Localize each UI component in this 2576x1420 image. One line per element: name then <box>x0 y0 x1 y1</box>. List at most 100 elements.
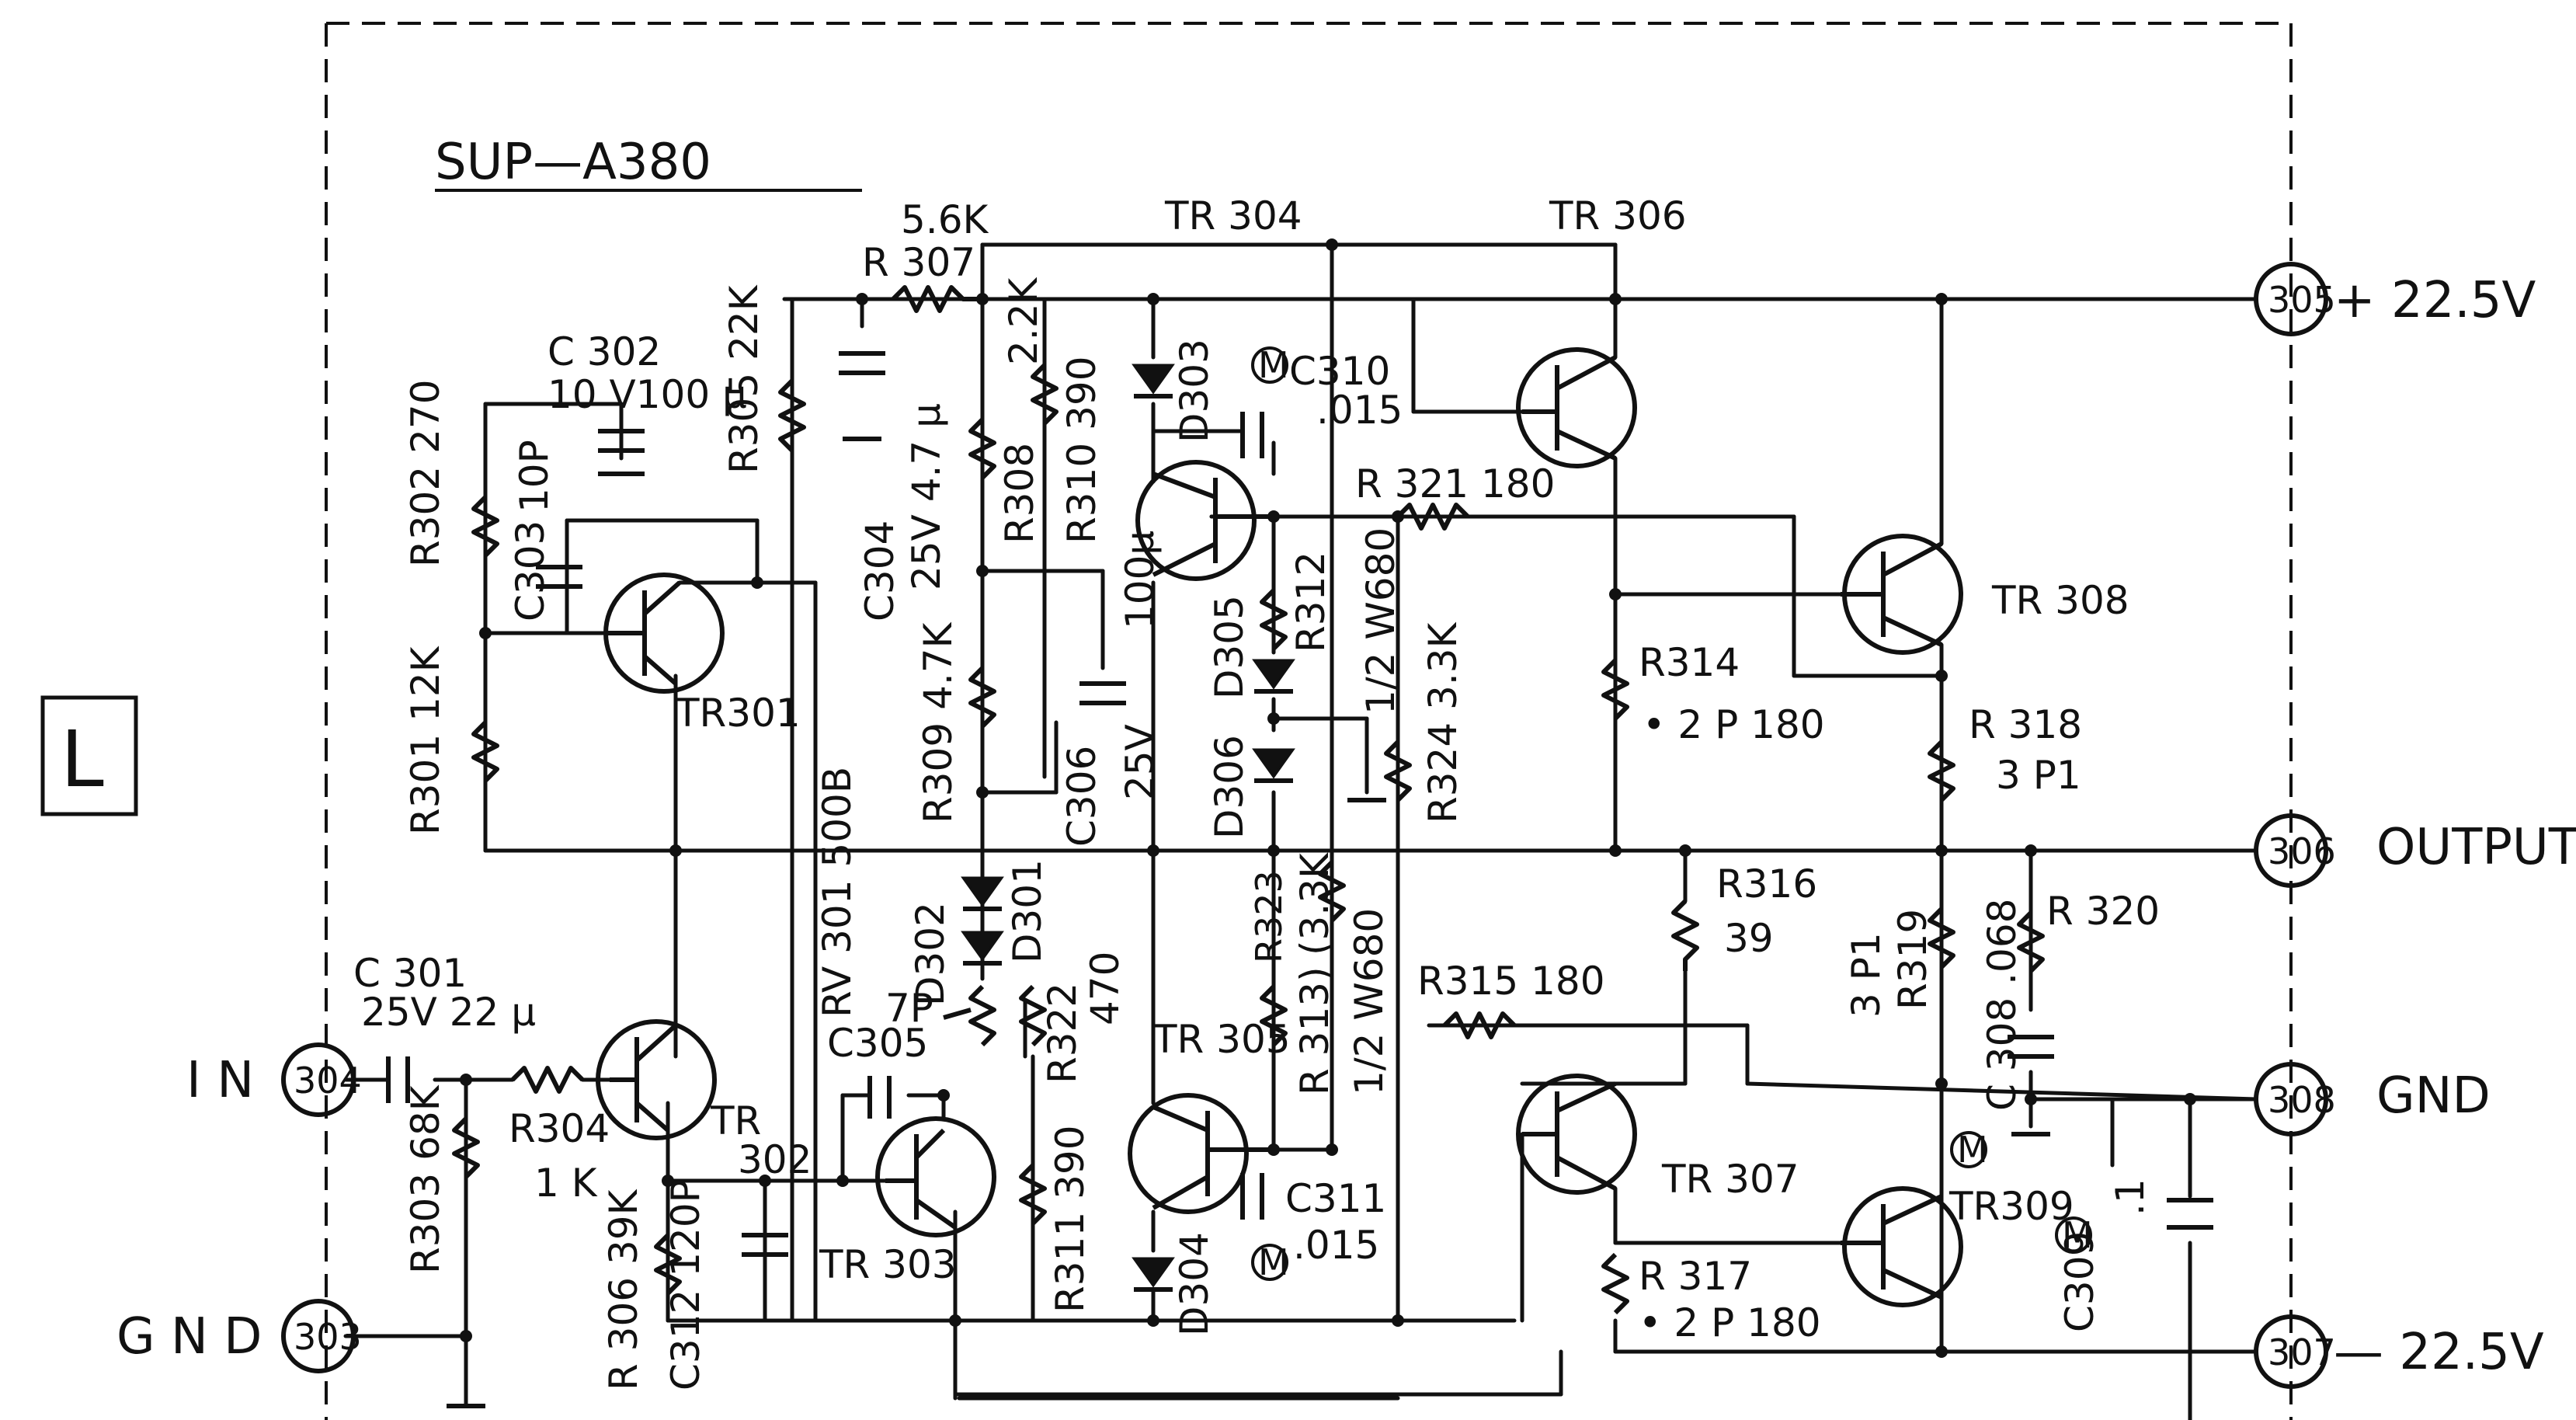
svg-text:RV 301 500B: RV 301 500B <box>815 767 860 1018</box>
svg-text:D304: D304 <box>1172 1232 1217 1336</box>
diodes <box>961 364 1295 1292</box>
svg-text:25V 4.7 μ: 25V 4.7 μ <box>904 403 949 590</box>
resistor-r323 <box>1260 984 1288 1047</box>
resistor-r303 <box>452 1116 480 1179</box>
svg-text:R304: R304 <box>509 1106 610 1151</box>
svg-text:R312: R312 <box>1288 552 1333 653</box>
svg-text:1/2 W680: 1/2 W680 <box>1358 527 1403 715</box>
svg-text:• 2 P 180: • 2 P 180 <box>1643 702 1825 747</box>
svg-text:10 V100 μ: 10 V100 μ <box>548 372 747 417</box>
resistor-r320 <box>2017 910 2045 973</box>
svg-text:308: 308 <box>2268 1079 2336 1121</box>
svg-text:+ 22.5V: + 22.5V <box>2334 272 2536 329</box>
resistor-r311 <box>1019 1163 1047 1226</box>
svg-text:TR 305: TR 305 <box>1152 1017 1291 1062</box>
terminal-308: 308 GND <box>2254 1062 2491 1136</box>
channel-box <box>40 695 138 816</box>
diode-d302 <box>961 876 1004 907</box>
svg-text:.015: .015 <box>1316 388 1403 433</box>
svg-text:R324 3.3K: R324 3.3K <box>1420 621 1465 823</box>
svg-text:100μ: 100μ <box>1118 531 1163 629</box>
svg-text:R305 22K: R305 22K <box>721 284 767 474</box>
transistor-tr304 <box>1135 460 1274 581</box>
diode-d305 <box>1252 659 1295 690</box>
svg-text:C 308 .068: C 308 .068 <box>1980 899 2025 1111</box>
svg-text:R301 12K: R301 12K <box>403 646 448 835</box>
junctions <box>460 238 2196 1358</box>
trimmer-rv301 <box>968 984 996 1047</box>
svg-text:R319: R319 <box>1890 909 1935 1010</box>
transistor-tr301 <box>603 573 725 694</box>
svg-text:R323: R323 <box>1248 870 1290 963</box>
resistor-r314 <box>1601 658 1629 721</box>
channel-label: L <box>61 714 104 805</box>
svg-text:R309 4.7K: R309 4.7K <box>916 621 961 823</box>
svg-text:C 302: C 302 <box>548 329 661 374</box>
svg-text:D306: D306 <box>1207 735 1252 839</box>
m-marker-c311: M <box>1251 1241 1289 1283</box>
terminals: 305 + 22.5V 306 OUTPUT 308 GND 307 — 22.… <box>116 262 2576 1389</box>
resistor-r304 <box>510 1066 585 1094</box>
svg-text:• 2 P 180: • 2 P 180 <box>1639 1300 1821 1345</box>
svg-text:305: 305 <box>2268 279 2336 321</box>
svg-text:R315 180: R315 180 <box>1417 959 1605 1004</box>
svg-text:D302: D302 <box>908 902 953 1006</box>
svg-text:3 P1: 3 P1 <box>1844 932 1889 1018</box>
resistor-r313 <box>1318 860 1346 923</box>
svg-text:C306: C306 <box>1059 746 1104 847</box>
resistor-r310 <box>1031 363 1059 426</box>
svg-text:2.2K: 2.2K <box>1001 277 1046 365</box>
diode-d301 <box>961 931 1004 962</box>
svg-text:D305: D305 <box>1207 595 1252 699</box>
diode-d306 <box>1252 748 1295 779</box>
svg-text:TR309: TR309 <box>1949 1184 2074 1229</box>
resistor-r312 <box>1260 588 1288 651</box>
terminal-303: 303 G N D <box>116 1299 362 1373</box>
transistor-tr302 <box>596 1019 717 1140</box>
terminal-307: 307 — 22.5V <box>2254 1314 2544 1389</box>
svg-text:R314: R314 <box>1639 640 1740 685</box>
svg-text:1 K: 1 K <box>534 1161 598 1206</box>
m-marker-c310: M <box>1251 344 1289 386</box>
svg-text:TR 306: TR 306 <box>1549 193 1687 238</box>
svg-text:.015: .015 <box>1293 1223 1379 1268</box>
svg-text:306: 306 <box>2268 830 2336 872</box>
resistor-r317 <box>1601 1252 1629 1315</box>
svg-text:7P: 7P <box>885 986 933 1031</box>
svg-text:R 320: R 320 <box>2046 889 2160 934</box>
svg-text:M: M <box>2062 1214 2093 1256</box>
resistor-r301 <box>471 720 499 783</box>
transistor-tr309 <box>1841 1186 1963 1307</box>
resistor-r308 <box>968 417 996 480</box>
resistor-r321 <box>1396 503 1470 531</box>
svg-text:R311 390: R311 390 <box>1048 1125 1093 1313</box>
resistor-r309 <box>968 666 996 729</box>
svg-text:5.6K: 5.6K <box>901 197 989 242</box>
svg-text:R 313): R 313) <box>1292 966 1337 1095</box>
resistor-r324 <box>1384 740 1412 802</box>
svg-text:R 307: R 307 <box>862 240 975 285</box>
svg-text:R303 68K: R303 68K <box>403 1084 448 1274</box>
diode-d303 <box>1132 364 1175 395</box>
svg-text:.1: .1 <box>2108 1178 2153 1216</box>
svg-text:307: 307 <box>2268 1331 2336 1373</box>
svg-text:R 317: R 317 <box>1639 1254 1752 1299</box>
svg-text:1/2 W680: 1/2 W680 <box>1347 908 1392 1095</box>
diode-d304 <box>1132 1257 1175 1288</box>
transistors <box>596 347 1963 1307</box>
svg-text:10P: 10P <box>512 440 557 513</box>
svg-text:I N: I N <box>186 1052 254 1109</box>
svg-text:G N D: G N D <box>116 1308 262 1366</box>
svg-text:470: 470 <box>1083 952 1128 1025</box>
board-outline <box>325 22 2293 1420</box>
svg-text:C309: C309 <box>2057 1231 2102 1332</box>
svg-text:C304: C304 <box>857 520 902 621</box>
svg-text:39: 39 <box>1724 916 1774 961</box>
svg-text:25V 22 μ: 25V 22 μ <box>361 990 536 1035</box>
svg-text:C310: C310 <box>1289 349 1390 394</box>
m-marker-c308: M <box>1950 1129 1988 1171</box>
transistor-tr305 <box>1128 1093 1274 1214</box>
svg-text:TR 307: TR 307 <box>1661 1157 1799 1202</box>
resistor-r316 <box>1671 899 1699 971</box>
